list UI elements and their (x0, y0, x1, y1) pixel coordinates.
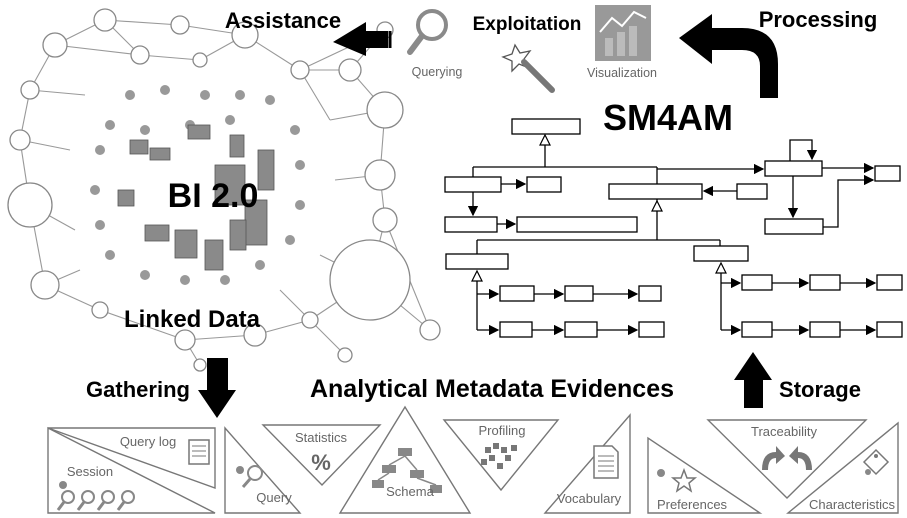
session-label: Session (67, 464, 113, 479)
vocabulary-document-icon (593, 445, 619, 479)
evidence-profiling-vocabulary: Profiling Vocabulary (442, 413, 631, 514)
preferences-label: Preferences (657, 497, 728, 512)
magic-wand-icon (501, 43, 555, 93)
exploitation-label: Exploitation (473, 14, 582, 35)
traceability-label: Traceability (751, 424, 817, 439)
ame-title: Analytical Metadata Evidences (310, 375, 674, 403)
characteristics-tag-icon (862, 448, 890, 476)
bi-title: BI 2.0 (168, 177, 259, 215)
assistance-arrow-icon (333, 22, 388, 56)
statistics-label: Statistics (295, 430, 348, 445)
traceability-arrows-icon (762, 446, 812, 470)
session-queries-icon (56, 481, 135, 511)
preferences-icon (657, 467, 698, 493)
vocabulary-label: Vocabulary (557, 491, 622, 506)
document-icon (188, 439, 210, 465)
gathering-label: Gathering (86, 377, 190, 402)
evidence-schema: Schema (338, 405, 472, 514)
gathering-arrow-icon (198, 358, 236, 418)
storage-arrow-icon (734, 352, 772, 408)
visualization-label: Visualization (587, 66, 657, 80)
profiling-label: Profiling (479, 423, 526, 438)
sm4am-metamodel (444, 118, 903, 338)
storage-label: Storage (779, 377, 861, 402)
profiling-icon (481, 443, 517, 469)
evidence-traceability: Preferences Traceability Characteristics (647, 419, 899, 514)
user-query-icon (236, 465, 263, 488)
schema-label: Schema (386, 484, 434, 499)
schema-icon (372, 448, 442, 493)
processing-label: Processing (759, 7, 878, 32)
assistance-label: Assistance (225, 8, 341, 33)
evidence-statistics-query: Statistics % Query (224, 424, 382, 514)
query-label: Query (256, 490, 292, 505)
percent-icon: % (311, 450, 331, 475)
query-log-label: Query log (120, 434, 176, 449)
processing-arrow-icon (679, 14, 778, 98)
querying-label: Querying (412, 65, 463, 79)
chart-icon (595, 5, 651, 61)
linked-data-title: Linked Data (124, 306, 261, 333)
magnifier-icon (407, 9, 448, 55)
sm4am-title: SM4AM (603, 97, 733, 138)
characteristics-label: Characteristics (809, 497, 895, 512)
linked-data-graph (7, 8, 441, 372)
evidence-query-log: Query log Session (47, 426, 216, 514)
